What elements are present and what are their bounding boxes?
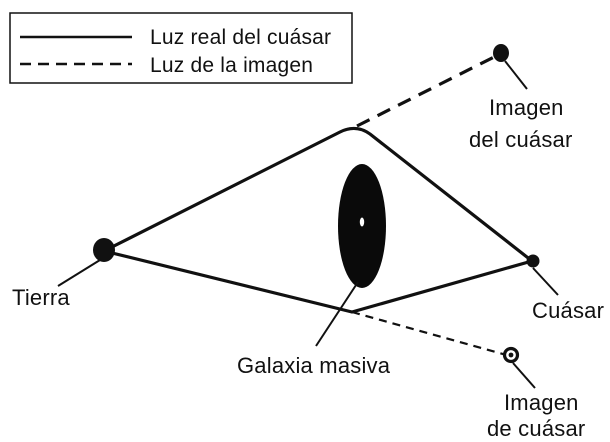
image-light-path-upper xyxy=(356,52,501,128)
image-lower-label-line2: de cuásar xyxy=(487,416,585,441)
legend-solid-label: Luz real del cuásar xyxy=(150,26,331,49)
real-light-path-upper xyxy=(103,126,533,263)
legend-box xyxy=(9,12,353,84)
quasar-dot xyxy=(526,254,540,268)
leader-image-lower xyxy=(512,362,536,389)
image-lower-label-line1: Imagen xyxy=(504,390,579,415)
earth-label: Tierra xyxy=(12,285,70,310)
legend-dashed-label: Luz de la imagen xyxy=(150,54,313,77)
leader-image-upper xyxy=(504,60,528,90)
galaxy-core xyxy=(359,217,365,227)
quasar-label: Cuásar xyxy=(532,298,604,323)
galaxy-label: Galaxia masiva xyxy=(237,353,391,378)
image-upper-label-line1: Imagen xyxy=(489,95,564,120)
leader-quasar xyxy=(532,267,559,296)
image-light-path-lower xyxy=(351,310,511,358)
massive-galaxy xyxy=(338,164,386,288)
legend: Luz real del cuásar Luz de la imagen xyxy=(9,12,353,84)
real-light-path-lower xyxy=(103,249,533,314)
quasar-image-upper-dot xyxy=(493,44,509,62)
quasar-image-lower-core xyxy=(508,352,514,358)
leader-galaxy xyxy=(315,281,359,347)
leader-earth xyxy=(57,259,101,287)
earth-dot xyxy=(93,238,115,262)
image-upper-label-line2: del cuásar xyxy=(469,127,573,152)
